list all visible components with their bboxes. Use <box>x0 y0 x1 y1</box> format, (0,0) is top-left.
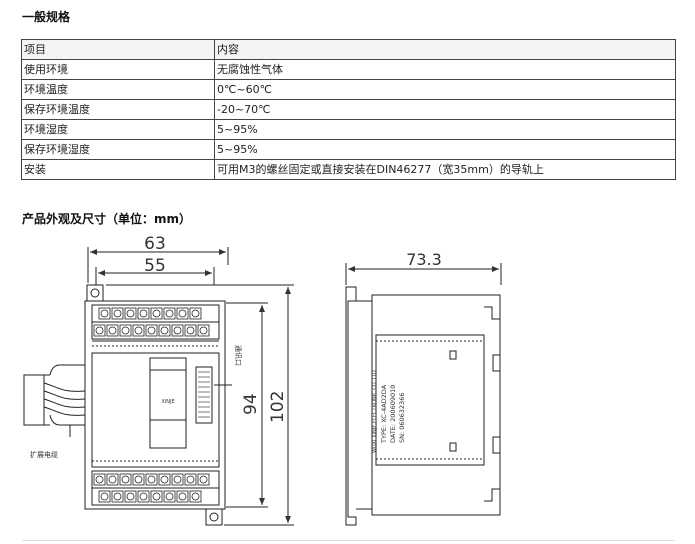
section-title-dimensions: 产品外观及尺寸（单位：mm） <box>22 212 192 226</box>
side-label-type: TYPE: XC-4AD2DA <box>380 384 388 444</box>
dimension-drawing: 63 55 94 102 通讯口 扩展电缆 XINJE 73.3 TYPE: X… <box>23 234 502 526</box>
table-row: 环境湿度 5~95% <box>21 119 676 140</box>
table-cell: -20~70℃ <box>214 99 676 120</box>
table-cell: 0℃~60℃ <box>214 79 676 100</box>
dim-width-total: 63 <box>144 234 166 254</box>
dim-height-inner: 94 <box>241 393 261 415</box>
front-brand-label: XINJE <box>161 399 174 405</box>
table-row: 环境温度 0℃~60℃ <box>21 79 676 100</box>
table-cell: 保存环境温度 <box>21 99 215 120</box>
side-label: TYPE: XC-4AD2DA DATE: 200609010 SN: 0606… <box>372 370 406 453</box>
table-cell: 项目 <box>21 39 215 60</box>
table-row: 保存环境温度 -20~70℃ <box>21 99 676 120</box>
side-label-sn: SN: 060632366 <box>398 393 406 443</box>
table-cell: 环境湿度 <box>21 119 215 140</box>
spec-table: 项目 内容 使用环境 无腐蚀性气体 环境温度 0℃~60℃ 保存环境温度 -20… <box>21 39 676 180</box>
table-row: 保存环境湿度 5~95% <box>21 139 676 160</box>
section-title-general-spec: 一般规格 <box>22 10 71 24</box>
side-view <box>345 263 502 526</box>
dim-depth: 73.3 <box>406 250 442 269</box>
table-cell: 使用环境 <box>21 59 215 80</box>
table-cell: 5~95% <box>214 119 676 140</box>
table-cell: 保存环境湿度 <box>21 139 215 160</box>
dim-width-inner: 55 <box>144 256 166 276</box>
table-cell: 可用M3的螺丝固定或直接安装在DIN46277（宽35mm）的导轨上 <box>214 159 676 180</box>
table-cell: 安装 <box>21 159 215 180</box>
table-cell: 5~95% <box>214 139 676 160</box>
expansion-cable-label: 扩展电缆 <box>30 450 58 459</box>
front-view <box>23 247 294 526</box>
table-cell: 内容 <box>214 39 676 60</box>
comm-port-label: 通讯口 <box>234 345 243 366</box>
side-label-company: WUXI XINJE ELECTRONIC CO.,LTD <box>372 370 378 453</box>
dim-height-total: 102 <box>268 391 288 423</box>
side-label-date: DATE: 200609010 <box>389 385 397 443</box>
table-row: 使用环境 无腐蚀性气体 <box>21 59 676 80</box>
table-cell: 环境温度 <box>21 79 215 100</box>
table-row: 安装 可用M3的螺丝固定或直接安装在DIN46277（宽35mm）的导轨上 <box>21 159 676 180</box>
table-cell: 无腐蚀性气体 <box>214 59 676 80</box>
table-row: 项目 内容 <box>21 39 676 60</box>
bottom-divider <box>22 540 675 541</box>
